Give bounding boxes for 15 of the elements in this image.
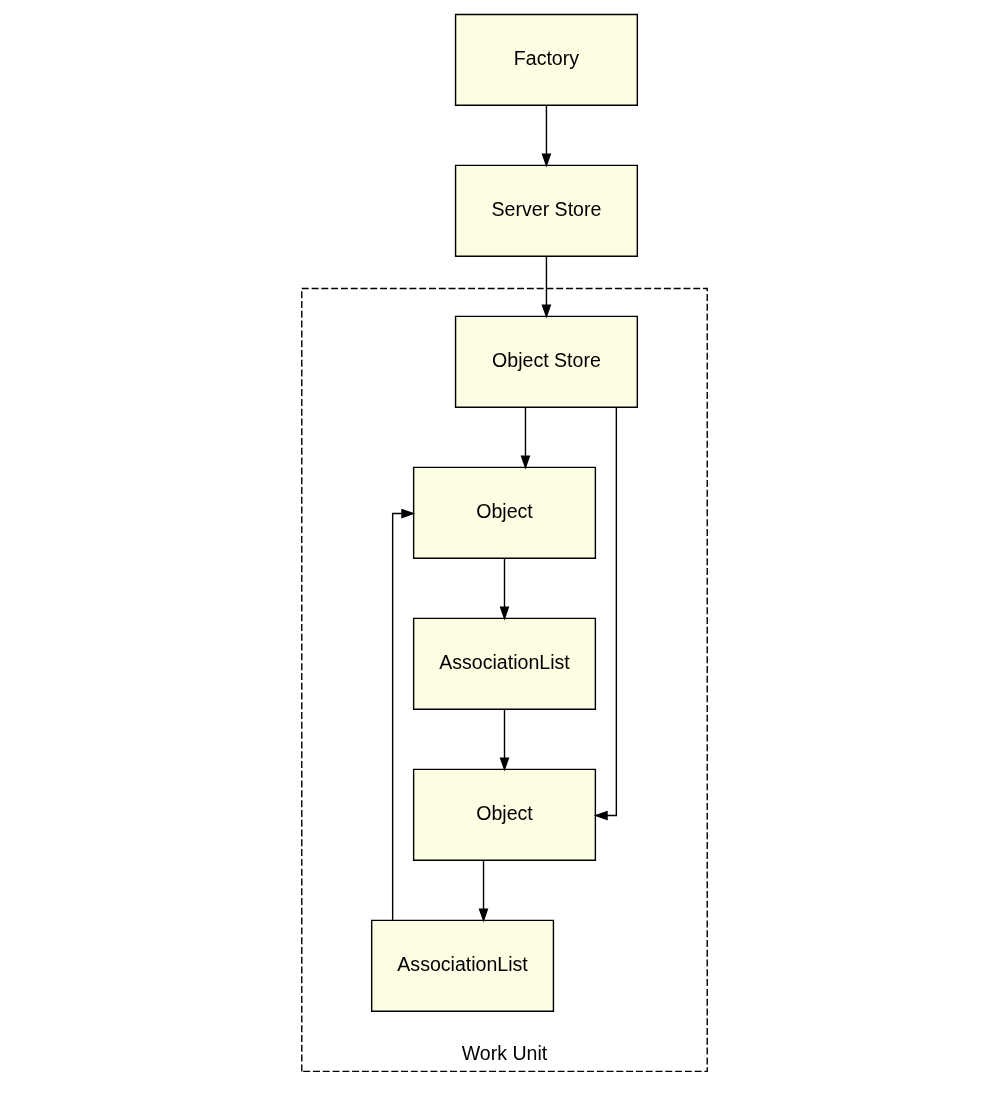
node-box: Factory xyxy=(454,13,638,106)
arrow xyxy=(391,508,415,921)
arrow xyxy=(499,708,509,772)
arrow xyxy=(541,255,551,319)
node-box: Server Store xyxy=(454,164,638,257)
node-box: Object xyxy=(412,768,596,861)
arrow xyxy=(499,557,509,621)
node-box: Object Store xyxy=(454,315,638,408)
arrow xyxy=(593,406,617,821)
node-box: AssociationList xyxy=(370,919,554,1012)
node-box: Object xyxy=(412,466,596,559)
arrow xyxy=(541,104,551,168)
arrow xyxy=(478,859,488,923)
node-box: AssociationList xyxy=(412,617,596,710)
arrow xyxy=(520,406,530,470)
